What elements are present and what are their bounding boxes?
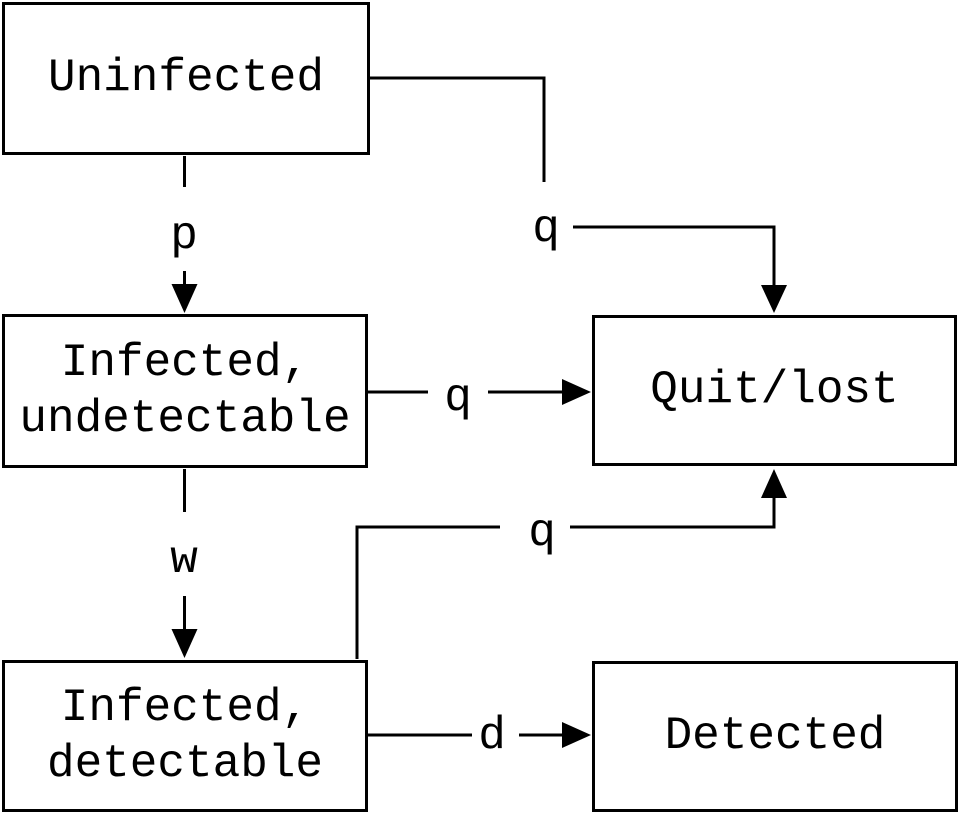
node-infected-detectable: Infected, detectable bbox=[2, 660, 368, 812]
node-infected-undetectable-label-line1: Infected, bbox=[60, 336, 310, 389]
edge-q-mid-arrowhead bbox=[562, 379, 591, 405]
node-quit-lost: Quit/lost bbox=[592, 315, 957, 466]
edge-p-arrowhead bbox=[171, 284, 198, 313]
edge-d-arrowhead bbox=[562, 722, 591, 748]
edge-q-bottom-label: q bbox=[528, 507, 556, 559]
node-detected-label: Detected bbox=[664, 710, 886, 763]
edge-q-top-arrowhead bbox=[761, 285, 787, 313]
edge-q-top-segment-left bbox=[370, 76, 546, 182]
node-quit-lost-label: Quit/lost bbox=[650, 364, 899, 417]
node-uninfected-label: Uninfected bbox=[47, 52, 325, 105]
edge-q-bottom-segment-left bbox=[355, 525, 500, 659]
node-infected-undetectable-label-line2: undetectable bbox=[19, 393, 351, 445]
edge-q-top-label: q bbox=[532, 203, 560, 255]
edge-q-mid-label: q bbox=[444, 372, 472, 424]
edge-q-bottom-arrowhead bbox=[761, 469, 787, 498]
edge-q-top-segment-right bbox=[573, 225, 776, 287]
edge-p-label: p bbox=[170, 210, 198, 262]
node-infected-detectable-label-line2: detectable bbox=[46, 738, 324, 790]
node-infected-undetectable: Infected, undetectable bbox=[2, 314, 368, 468]
node-detected: Detected bbox=[592, 661, 958, 812]
edge-d-label: d bbox=[478, 710, 506, 762]
node-uninfected: Uninfected bbox=[2, 2, 370, 155]
edge-w-arrowhead bbox=[171, 629, 198, 658]
edge-q-bottom-segment-right bbox=[570, 497, 776, 529]
node-infected-detectable-label-line1: Infected, bbox=[60, 681, 310, 734]
edge-w-label: w bbox=[170, 534, 198, 586]
